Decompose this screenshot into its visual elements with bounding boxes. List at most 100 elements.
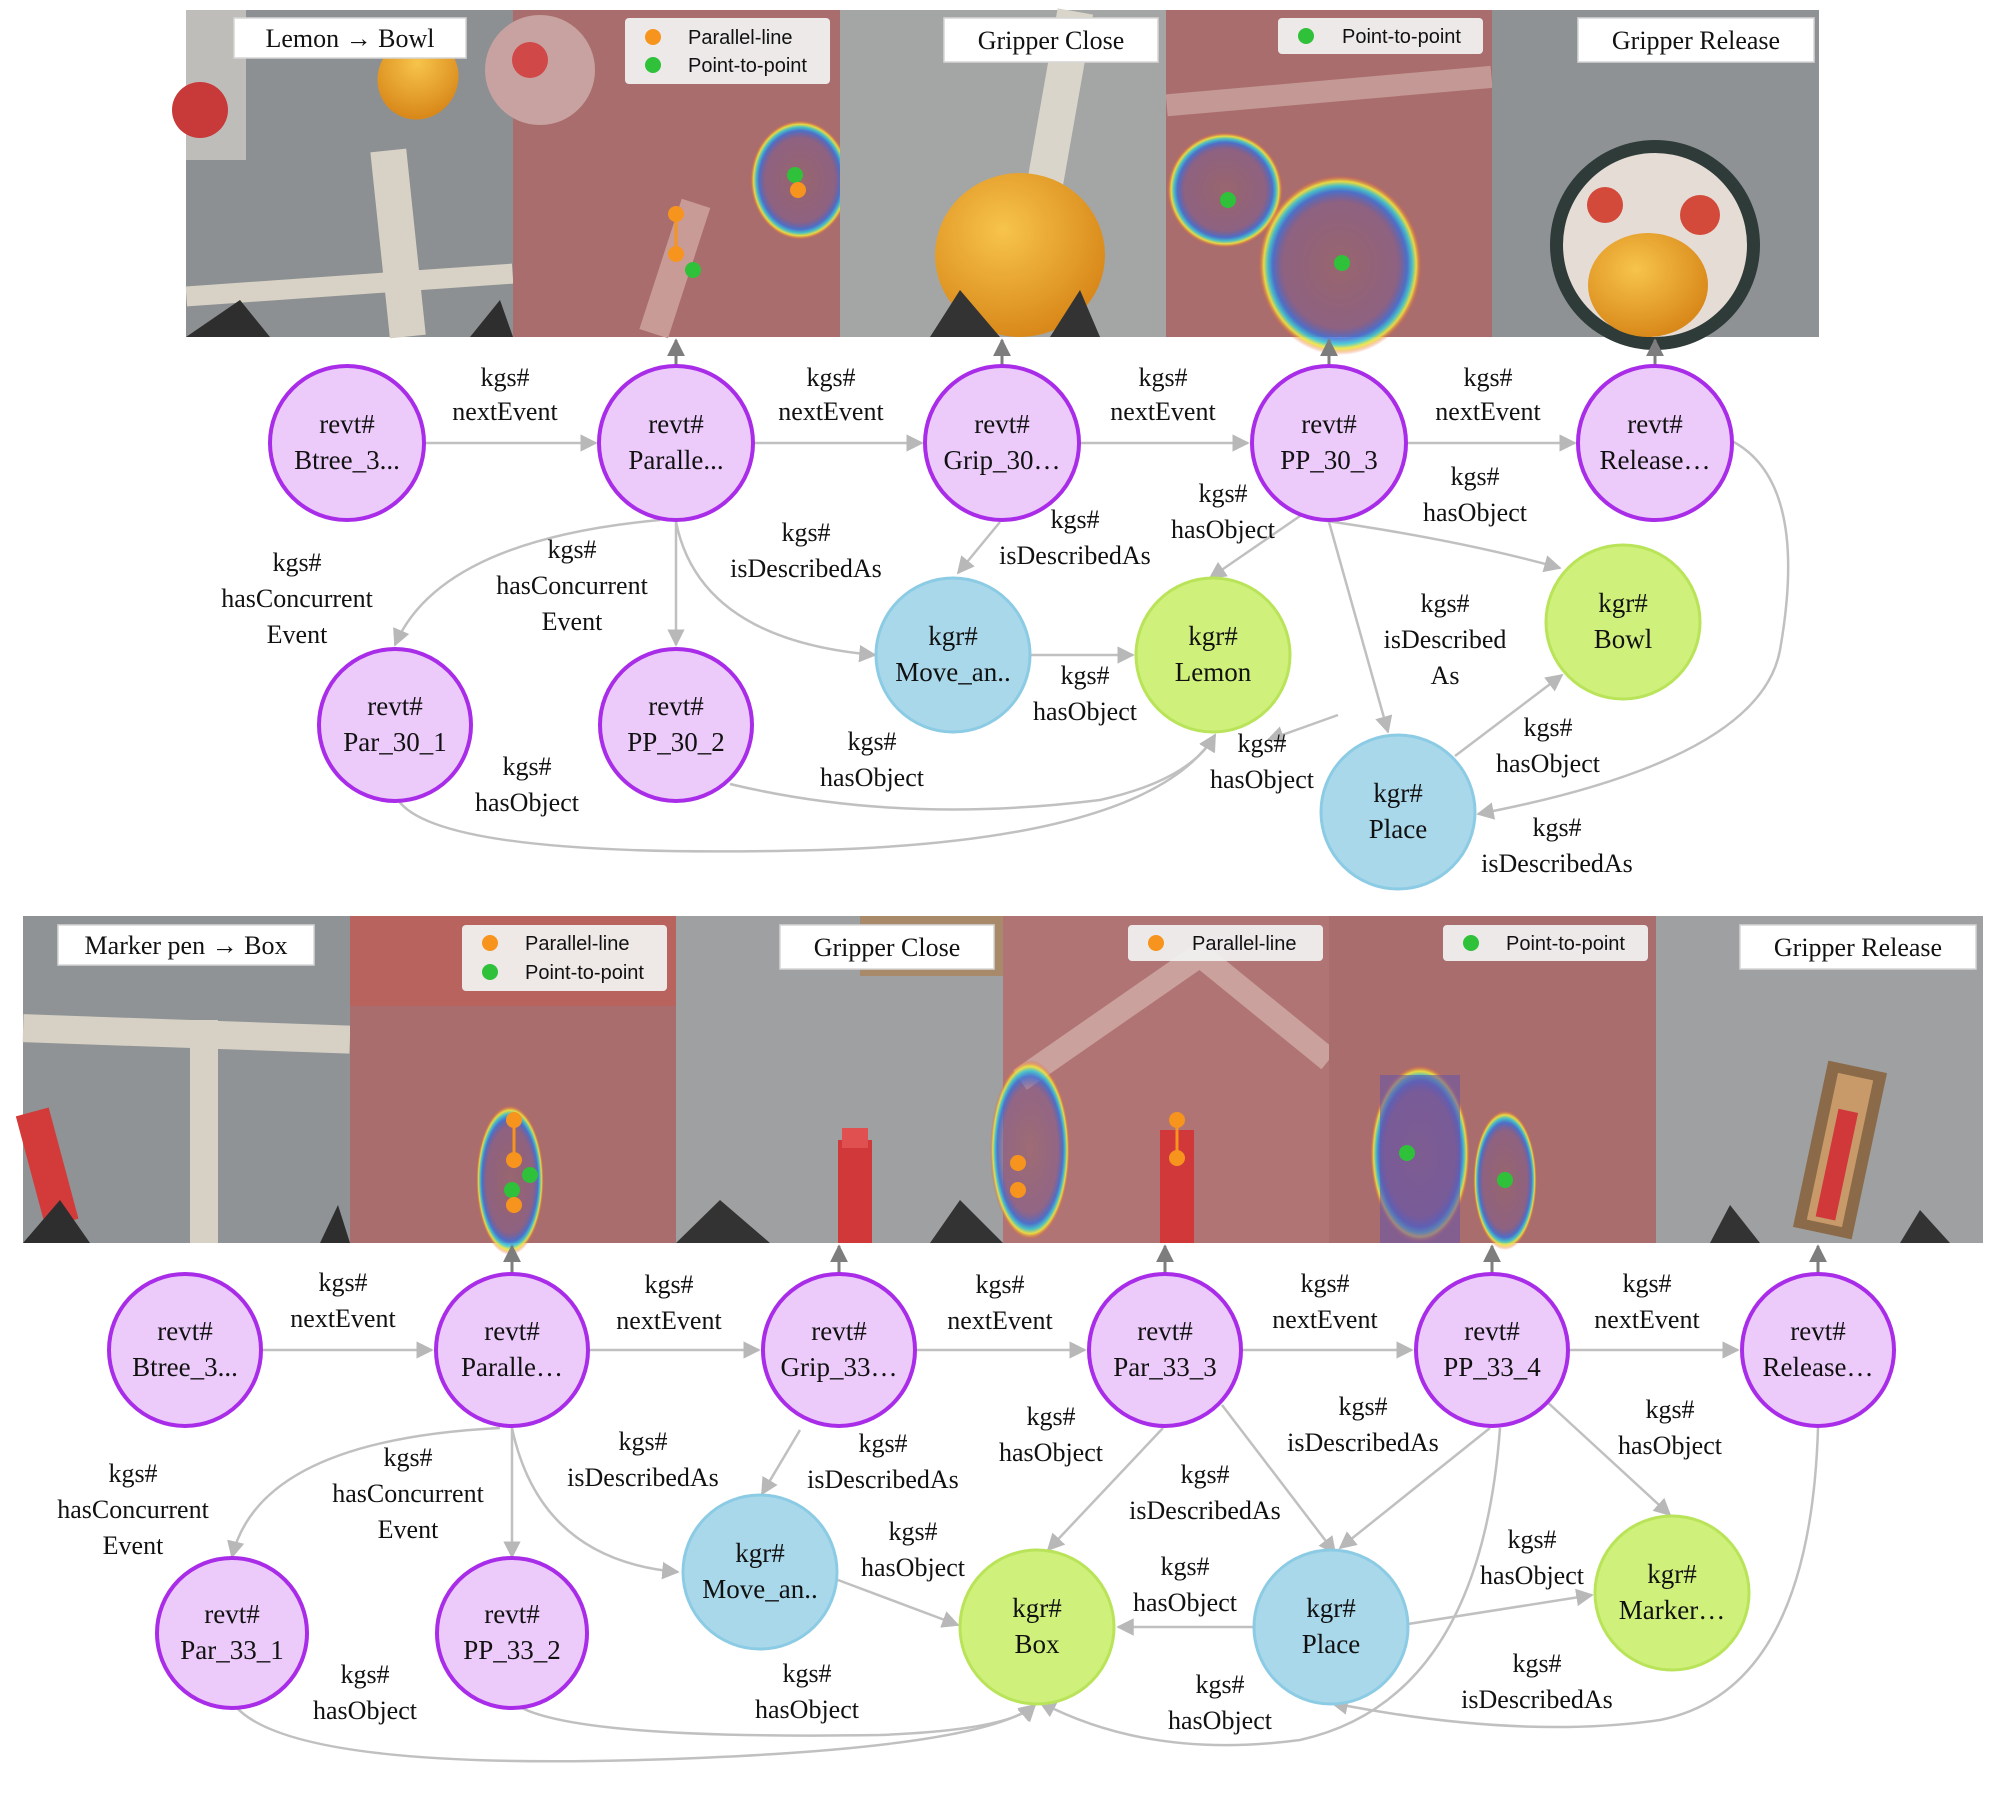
svg-text:revt#: revt# [1464, 1316, 1520, 1346]
top-node-pp3[interactable]: revt# PP_30_3 [1250, 364, 1408, 522]
bottom-node-box[interactable]: kgr# Box [958, 1548, 1116, 1706]
top-panel-5-image [1492, 10, 1819, 350]
svg-text:kgs#: kgs# [1420, 589, 1469, 618]
bottom-edge-label-obj-move: kgs#hasObject [861, 1517, 966, 1582]
svg-text:nextEvent: nextEvent [778, 397, 884, 426]
top-panel-1-image [172, 10, 514, 339]
top-node-pp2[interactable]: revt# PP_30_2 [598, 647, 754, 803]
svg-text:hasConcurrent: hasConcurrent [57, 1495, 209, 1524]
bottom-node-pp2[interactable]: revt# PP_33_2 [435, 1556, 589, 1710]
top-node-move[interactable]: kgr# Move_an.. [874, 576, 1032, 734]
bottom-edge-label-obj-pp4: kgs#hasObject [1618, 1395, 1723, 1460]
svg-text:nextEvent: nextEvent [452, 397, 558, 426]
top-node-release[interactable]: revt# Release… [1576, 364, 1734, 522]
svg-text:kgr#: kgr# [1306, 1593, 1356, 1623]
top-node-place[interactable]: kgr# Place [1319, 733, 1477, 891]
svg-text:Btree_3...: Btree_3... [294, 445, 400, 475]
bottom-node-move[interactable]: kgr# Move_an.. [681, 1493, 839, 1651]
bottom-node-grip[interactable]: revt# Grip_33… [761, 1272, 917, 1428]
top-panel-5-tag-text: Gripper Release [1612, 26, 1780, 55]
svg-text:kgs#: kgs# [1645, 1395, 1694, 1424]
svg-text:Paralle…: Paralle… [461, 1352, 563, 1382]
svg-text:kgs#: kgs# [1523, 713, 1572, 742]
bottom-node-parallel[interactable]: revt# Paralle… [434, 1272, 590, 1428]
top-edge-labels: kgs# nextEvent kgs# nextEvent kgs# nextEven… [221, 363, 1633, 878]
bottom-node-btree[interactable]: revt# Btree_3... [107, 1272, 263, 1428]
bottom-panel-6-tag: Gripper Release [1739, 924, 1977, 970]
svg-text:hasObject: hasObject [313, 1696, 418, 1725]
svg-text:Grip_30…: Grip_30… [944, 445, 1061, 475]
top-node-bowl[interactable]: kgr# Bowl [1544, 543, 1702, 701]
svg-text:revt#: revt# [157, 1316, 213, 1346]
svg-text:nextEvent: nextEvent [947, 1306, 1053, 1335]
svg-text:kgr#: kgr# [1012, 1593, 1062, 1623]
bottom-edge-label-next1: kgs# nextEvent [290, 1268, 396, 1333]
top-panel-1-tag: Lemon → Bowl [233, 17, 467, 59]
top-node-parallel[interactable]: revt# Paralle... [597, 364, 755, 522]
bottom-panel-6-tag-text: Gripper Release [1774, 933, 1942, 962]
top-panel-1-tag-text: Lemon → Bowl [266, 24, 435, 53]
bottom-panel-3-image [676, 916, 1003, 1243]
svg-text:kgs#: kgs# [1198, 479, 1247, 508]
svg-text:As: As [1431, 661, 1460, 690]
bottom-panel-3-tag: Gripper Close [779, 924, 995, 970]
svg-text:revt#: revt# [1790, 1316, 1846, 1346]
svg-text:kgs#: kgs# [502, 752, 551, 781]
svg-text:isDescribedAs: isDescribedAs [1481, 849, 1633, 878]
svg-text:Move_an..: Move_an.. [702, 1574, 817, 1604]
bottom-panel-4-image [990, 916, 1337, 1243]
svg-text:revt#: revt# [648, 691, 704, 721]
svg-text:hasObject: hasObject [1210, 765, 1315, 794]
top-graph-edges [393, 434, 1790, 853]
svg-text:nextEvent: nextEvent [616, 1306, 722, 1335]
svg-text:isDescribedAs: isDescribedAs [1129, 1496, 1281, 1525]
bottom-edge-label-obj-place-box: kgs#hasObject [1133, 1552, 1238, 1617]
bottom-node-place[interactable]: kgr# Place [1252, 1548, 1410, 1706]
svg-text:kgs#: kgs# [782, 1659, 831, 1688]
svg-text:kgr#: kgr# [735, 1538, 785, 1568]
svg-text:isDescribedAs: isDescribedAs [807, 1465, 959, 1494]
svg-text:kgr#: kgr# [1373, 778, 1423, 808]
top-node-par1[interactable]: revt# Par_30_1 [317, 647, 473, 803]
top-node-lemon[interactable]: kgr# Lemon [1134, 576, 1292, 734]
top-node-grip[interactable]: revt# Grip_30… [923, 364, 1081, 522]
top-edge-label-desc-pp3: kgs# isDescribedAs [1384, 589, 1507, 690]
top-panel-3-tag-text: Gripper Close [978, 26, 1125, 55]
bottom-edge-label-next3: kgs#nextEvent [947, 1270, 1053, 1335]
top-edge-label-obj-pp2: kgs#hasObject [820, 727, 925, 792]
bottom-graph-edges [227, 1341, 1820, 1763]
svg-text:Box: Box [1014, 1629, 1060, 1659]
bottom-panel-2-legend-item-2: Point-to-point [525, 962, 644, 984]
svg-text:nextEvent: nextEvent [1110, 397, 1216, 426]
svg-text:kgs#: kgs# [1237, 729, 1286, 758]
top-panel-3-image [840, 8, 1166, 337]
top-panel-2-legend-item-2: Point-to-point [688, 55, 807, 77]
bottom-edge-label-obj-place-marker: kgs#hasObject [1480, 1525, 1585, 1590]
bottom-node-par3[interactable]: revt# Par_33_3 [1087, 1272, 1243, 1428]
svg-text:kgs#: kgs# [272, 548, 321, 577]
svg-text:isDescribed: isDescribed [1384, 625, 1507, 654]
svg-text:kgs#: kgs# [340, 1660, 389, 1689]
top-edge-label-desc-par: kgs#isDescribedAs [730, 518, 882, 583]
top-node-btree[interactable]: revt# Btree_3... [268, 364, 426, 522]
svg-text:isDescribedAs: isDescribedAs [567, 1463, 719, 1492]
svg-text:Par_33_3: Par_33_3 [1113, 1352, 1217, 1382]
svg-text:kgs#: kgs# [847, 727, 896, 756]
svg-text:nextEvent: nextEvent [290, 1304, 396, 1333]
svg-text:hasObject: hasObject [861, 1553, 966, 1582]
svg-text:Move_an..: Move_an.. [895, 657, 1010, 687]
bottom-node-marker[interactable]: kgr# Marker… [1593, 1514, 1751, 1672]
svg-text:kgs#: kgs# [318, 1268, 367, 1297]
svg-text:kgs#: kgs# [806, 363, 855, 392]
bottom-node-release[interactable]: revt# Release… [1740, 1272, 1896, 1428]
bottom-node-par1[interactable]: revt# Par_33_1 [155, 1556, 309, 1710]
bottom-node-pp4[interactable]: revt# PP_33_4 [1414, 1272, 1570, 1428]
top-node-to-photo-arrows [667, 338, 1664, 368]
svg-text:kgs#: kgs# [480, 363, 529, 392]
top-edge-label-obj-pp3-bowl: kgs#hasObject [1423, 462, 1528, 527]
svg-text:hasObject: hasObject [755, 1695, 860, 1724]
svg-text:Btree_3...: Btree_3... [132, 1352, 238, 1382]
